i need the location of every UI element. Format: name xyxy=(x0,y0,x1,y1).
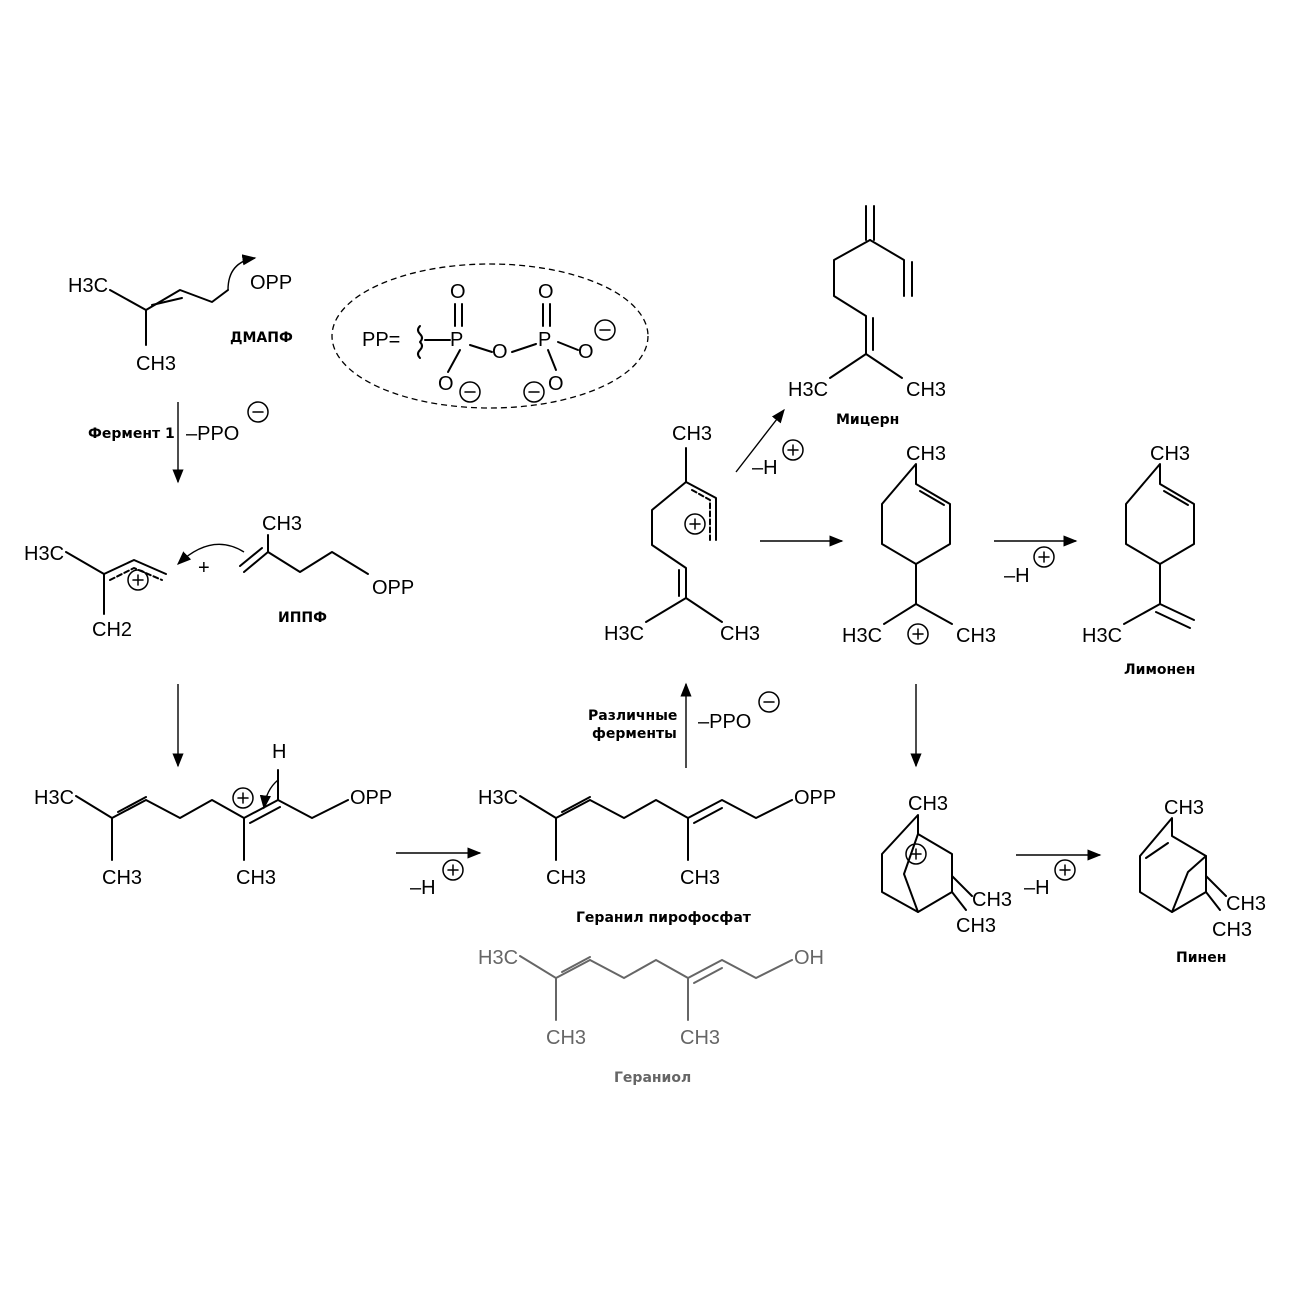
ger-oh: OH xyxy=(794,947,824,969)
pp-o1-top: O xyxy=(450,281,466,303)
ger-h3c: H3C xyxy=(478,947,518,969)
ger-ch3-2: CH3 xyxy=(680,1027,720,1049)
step-to-pinene: –H xyxy=(1016,849,1102,899)
central-cation: CH3 H3C CH3 xyxy=(604,423,760,645)
plus-sign: + xyxy=(198,557,210,579)
pinene-molecule: CH3 CH3 CH3 Пинен xyxy=(1139,797,1266,966)
terpinyl-cation: CH3 H3C CH3 xyxy=(842,443,996,647)
myrcene-label: Мицерн xyxy=(836,412,899,428)
geranyl-cation: H3C CH3 CH3 H OPP xyxy=(34,741,392,889)
ipp-opp: OPP xyxy=(372,577,414,599)
minus-h-pinene: –H xyxy=(1024,877,1050,899)
dmapp-ch3: CH3 xyxy=(136,353,176,375)
cc-h3c: H3C xyxy=(604,623,644,645)
various-enzymes-2: ферменты xyxy=(592,726,677,742)
cc-ch3-2: CH3 xyxy=(720,623,760,645)
gpp-ch3-1: CH3 xyxy=(546,867,586,889)
geraniol-molecule: H3C CH3 CH3 OH Гераниол xyxy=(478,947,824,1086)
gc-h: H xyxy=(272,741,286,763)
geraniol-label: Гераниол xyxy=(614,1070,691,1086)
dmapp-h3c: H3C xyxy=(68,275,108,297)
ipp-ch3: CH3 xyxy=(262,513,302,535)
allyl-cation: H3C CH2 + xyxy=(24,543,210,641)
pin-ch3-3: CH3 xyxy=(1212,919,1252,941)
gc-ch3-2: CH3 xyxy=(236,867,276,889)
tc-ch3-2: CH3 xyxy=(956,625,996,647)
minus-h-limonene: –H xyxy=(1004,565,1030,587)
dmapp-label: ДМАПФ xyxy=(230,330,293,346)
step-to-limonene: –H xyxy=(994,535,1078,587)
limonene-molecule: CH3 H3C Лимонен xyxy=(1082,443,1195,678)
minus-h-myrcene: –H xyxy=(752,457,778,479)
gc-h3c: H3C xyxy=(34,787,74,809)
gpp-ch3-2: CH3 xyxy=(680,867,720,889)
step-deprotonation-1: –H xyxy=(396,847,482,899)
pp-o2-top: O xyxy=(538,281,554,303)
cation-ch2: CH2 xyxy=(92,619,132,641)
gc-opp: OPP xyxy=(350,787,392,809)
pp-o3: O xyxy=(578,341,594,363)
pp-p1: P xyxy=(450,329,463,351)
lim-h3c: H3C xyxy=(1082,625,1122,647)
myrcene-molecule: H3C CH3 Мицерн xyxy=(788,205,946,428)
minus-ppo-2: –PPO xyxy=(698,711,751,733)
gpp-label: Геранил пирофосфат xyxy=(576,910,752,926)
cation-h3c: H3C xyxy=(24,543,64,565)
pin-ch3: CH3 xyxy=(1164,797,1204,819)
ipp-label: ИППФ xyxy=(278,610,327,626)
pp-definition: PP= P O O O P O O O xyxy=(331,263,649,409)
minus-ppo-1: –PPO xyxy=(186,423,239,445)
step-enzyme-1: Фермент 1 –PPO xyxy=(88,401,269,484)
ger-ch3-1: CH3 xyxy=(546,1027,586,1049)
various-enzymes-1: Различные xyxy=(588,708,677,724)
gpp-opp: OPP xyxy=(794,787,836,809)
step-various-enzymes: Различные ферменты –PPO xyxy=(588,682,780,768)
lim-ch3: CH3 xyxy=(1150,443,1190,465)
limonene-label: Лимонен xyxy=(1124,662,1195,678)
enzyme1-label: Фермент 1 xyxy=(88,426,175,442)
pc-ch3-2: CH3 xyxy=(972,889,1012,911)
minus-h-1: –H xyxy=(410,877,436,899)
pin-ch3-2: CH3 xyxy=(1226,893,1266,915)
pinene-label: Пинен xyxy=(1176,950,1226,966)
myr-ch3: CH3 xyxy=(906,379,946,401)
cc-ch3: CH3 xyxy=(672,423,712,445)
tc-h3c: H3C xyxy=(842,625,882,647)
ipp-molecule: CH3 OPP ИППФ xyxy=(176,513,414,626)
myr-h3c: H3C xyxy=(788,379,828,401)
pp-eq: PP= xyxy=(362,329,400,351)
pp-o1-bottom: O xyxy=(438,373,454,395)
tc-ch3: CH3 xyxy=(906,443,946,465)
pp-o2-bottom: O xyxy=(548,373,564,395)
gc-ch3-1: CH3 xyxy=(102,867,142,889)
pp-o-bridge: O xyxy=(492,341,508,363)
pc-ch3-3: CH3 xyxy=(956,915,996,937)
dmapp-opp: OPP xyxy=(250,272,292,294)
pp-p2: P xyxy=(538,329,551,351)
pc-ch3: CH3 xyxy=(908,793,948,815)
dmapp-molecule: H3C CH3 OPP ДМАПФ xyxy=(68,254,293,375)
gpp-molecule: H3C CH3 CH3 OPP Геранил пирофосфат xyxy=(478,787,836,926)
step-to-myrcene: –H xyxy=(735,408,804,479)
gpp-h3c: H3C xyxy=(478,787,518,809)
pinyl-cation: CH3 CH3 CH3 xyxy=(881,793,1012,937)
